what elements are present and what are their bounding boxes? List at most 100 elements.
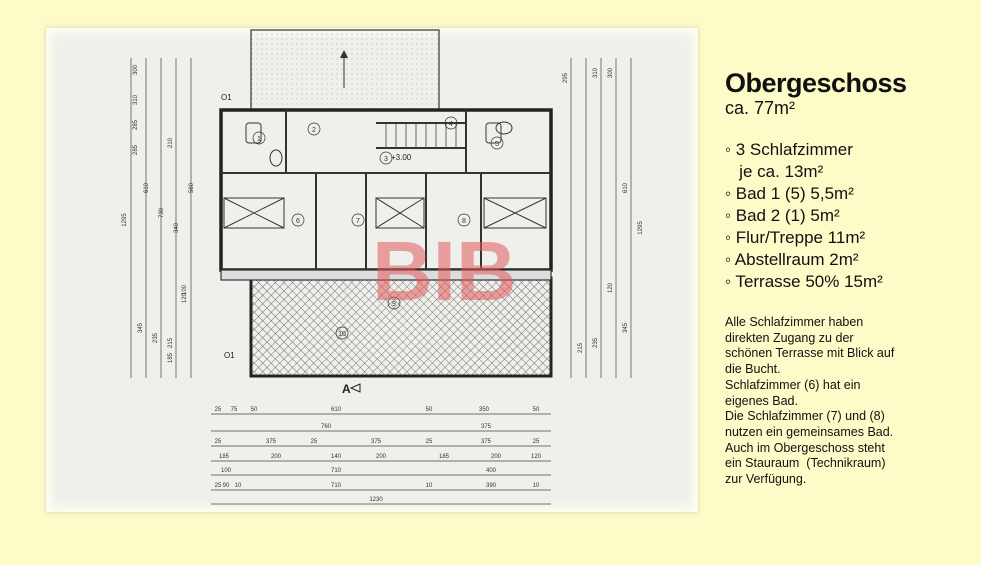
dimension-label: 1295	[122, 213, 128, 227]
dimension-label: 340	[174, 222, 180, 233]
room-number: 6	[296, 218, 300, 225]
section-label: A	[342, 382, 351, 396]
dimension-label: 295	[563, 72, 569, 83]
dimension-label: 345	[623, 322, 629, 333]
dimension-label: 710	[331, 468, 342, 474]
dimension-label: 90	[223, 483, 230, 489]
dimension-label: 10	[533, 483, 540, 489]
dimension-label: 400	[486, 468, 497, 474]
dimension-label: 200	[271, 454, 282, 460]
interior-walls	[221, 110, 551, 270]
dimension-label: 310	[593, 67, 599, 78]
dimension-label: 235	[593, 337, 599, 348]
dimension-label: 375	[371, 439, 382, 445]
room-number: 4	[449, 121, 453, 128]
description-line: Auch im Obergeschoss steht	[725, 440, 885, 455]
description-line: Schlafzimmer (6) hat ein	[725, 377, 861, 392]
dimension-label: 310	[133, 94, 139, 105]
dimension-label: 390	[486, 483, 497, 489]
dimension-label: 285	[133, 144, 139, 155]
description-line: die Bucht.	[725, 362, 781, 377]
dimension-label: 200	[376, 454, 387, 460]
dimension-label: 120	[182, 292, 188, 303]
dimension-label: 185	[439, 454, 450, 460]
dimension-label: 285	[133, 119, 139, 130]
wardrobes	[223, 197, 547, 229]
dimension-label: 710	[331, 483, 342, 489]
dimension-label: 25	[533, 439, 540, 445]
room-number: 5	[495, 141, 499, 148]
axis-label: O1	[224, 351, 235, 360]
dimension-label: 300	[133, 64, 139, 75]
dimension-label: 1230	[369, 497, 383, 503]
dimension-label: 25	[311, 439, 318, 445]
description-line: ein Stauraum (Technikraum)	[725, 456, 886, 471]
description-line: Alle Schlafzimmer haben	[725, 315, 864, 329]
dimension-label: 75	[231, 407, 238, 413]
description-line: eigenes Bad.	[725, 393, 798, 408]
dimension-label: 375	[481, 424, 492, 430]
vertical-dimension-labels: 3003102852851295210610730340560100120345…	[122, 64, 644, 363]
dimension-label: 215	[578, 342, 584, 353]
balcony-upper	[250, 29, 440, 111]
dimension-label: 25	[215, 483, 222, 489]
bathroom-fixtures	[245, 121, 513, 167]
axis-label: O1	[221, 93, 232, 102]
dimension-label: 25	[215, 407, 222, 413]
watermark-logo: BIB	[372, 224, 517, 318]
dimension-label: 10	[426, 483, 433, 489]
dimension-label: 50	[426, 407, 433, 413]
dimension-label: 760	[321, 424, 332, 430]
dimension-label: 185	[219, 454, 230, 460]
dimension-label: 140	[331, 454, 342, 460]
dimension-label: 100	[182, 284, 188, 295]
room-number: 1	[257, 136, 261, 143]
dimension-label: 200	[491, 454, 502, 460]
dimension-label: 1295	[638, 221, 644, 235]
description-line: zur Verfügung.	[725, 472, 807, 487]
vertical-dimension-lines	[130, 58, 632, 378]
dimension-label: 375	[481, 439, 492, 445]
feature-item: ◦ Terrasse 50% 15m²	[725, 272, 883, 291]
dimension-label: 120	[531, 454, 542, 460]
dimension-label: 50	[251, 407, 258, 413]
dimension-label: 345	[138, 322, 144, 333]
level-label: +3.00	[391, 153, 412, 162]
dimension-label: 100	[221, 468, 232, 474]
dimension-label: 375	[266, 439, 277, 445]
room-number: 9	[392, 301, 396, 308]
dimension-label: 25	[215, 439, 222, 445]
dimension-label: 560	[189, 182, 195, 193]
dimension-label: 610	[623, 182, 629, 193]
dimension-label: 350	[479, 407, 490, 413]
feature-item: ◦ Abstellraum 2m²	[725, 250, 859, 269]
feature-item: ◦ 3 Schlafzimmer	[725, 140, 853, 159]
dimension-label: 235	[153, 332, 159, 343]
dimension-label: 10	[235, 483, 242, 489]
feature-item: ◦ Bad 2 (1) 5m²	[725, 206, 840, 225]
room-number: 10	[338, 331, 346, 338]
feature-item: ◦ Flur/Treppe 11m²	[725, 228, 866, 247]
description-line: schönen Terrasse mit Blick auf	[725, 346, 895, 361]
room-number: 2	[312, 127, 316, 134]
dimension-label: 120	[608, 282, 614, 293]
dimension-label: 610	[144, 182, 150, 193]
feature-item: je ca. 13m²	[725, 162, 824, 181]
horizontal-dimension-lines	[211, 413, 551, 505]
info-panel: Obergeschoss ca. 77m² ◦ 3 Schlafzimmer j…	[725, 68, 970, 488]
dimension-label: 730	[159, 207, 165, 218]
floor-area: ca. 77m²	[725, 98, 796, 118]
room-number: 7	[356, 218, 360, 225]
dimension-label: 610	[331, 407, 342, 413]
feature-list: ◦ 3 Schlafzimmer je ca. 13m² ◦ Bad 1 (5) …	[725, 139, 970, 293]
description-line: direkten Zugang zu der	[725, 330, 854, 345]
dimension-label: 25	[426, 439, 433, 445]
room-number: 3	[384, 156, 388, 163]
dimension-label: 215	[168, 337, 174, 348]
feature-item: ◦ Bad 1 (5) 5,5m²	[725, 184, 854, 203]
staircase	[385, 123, 457, 148]
